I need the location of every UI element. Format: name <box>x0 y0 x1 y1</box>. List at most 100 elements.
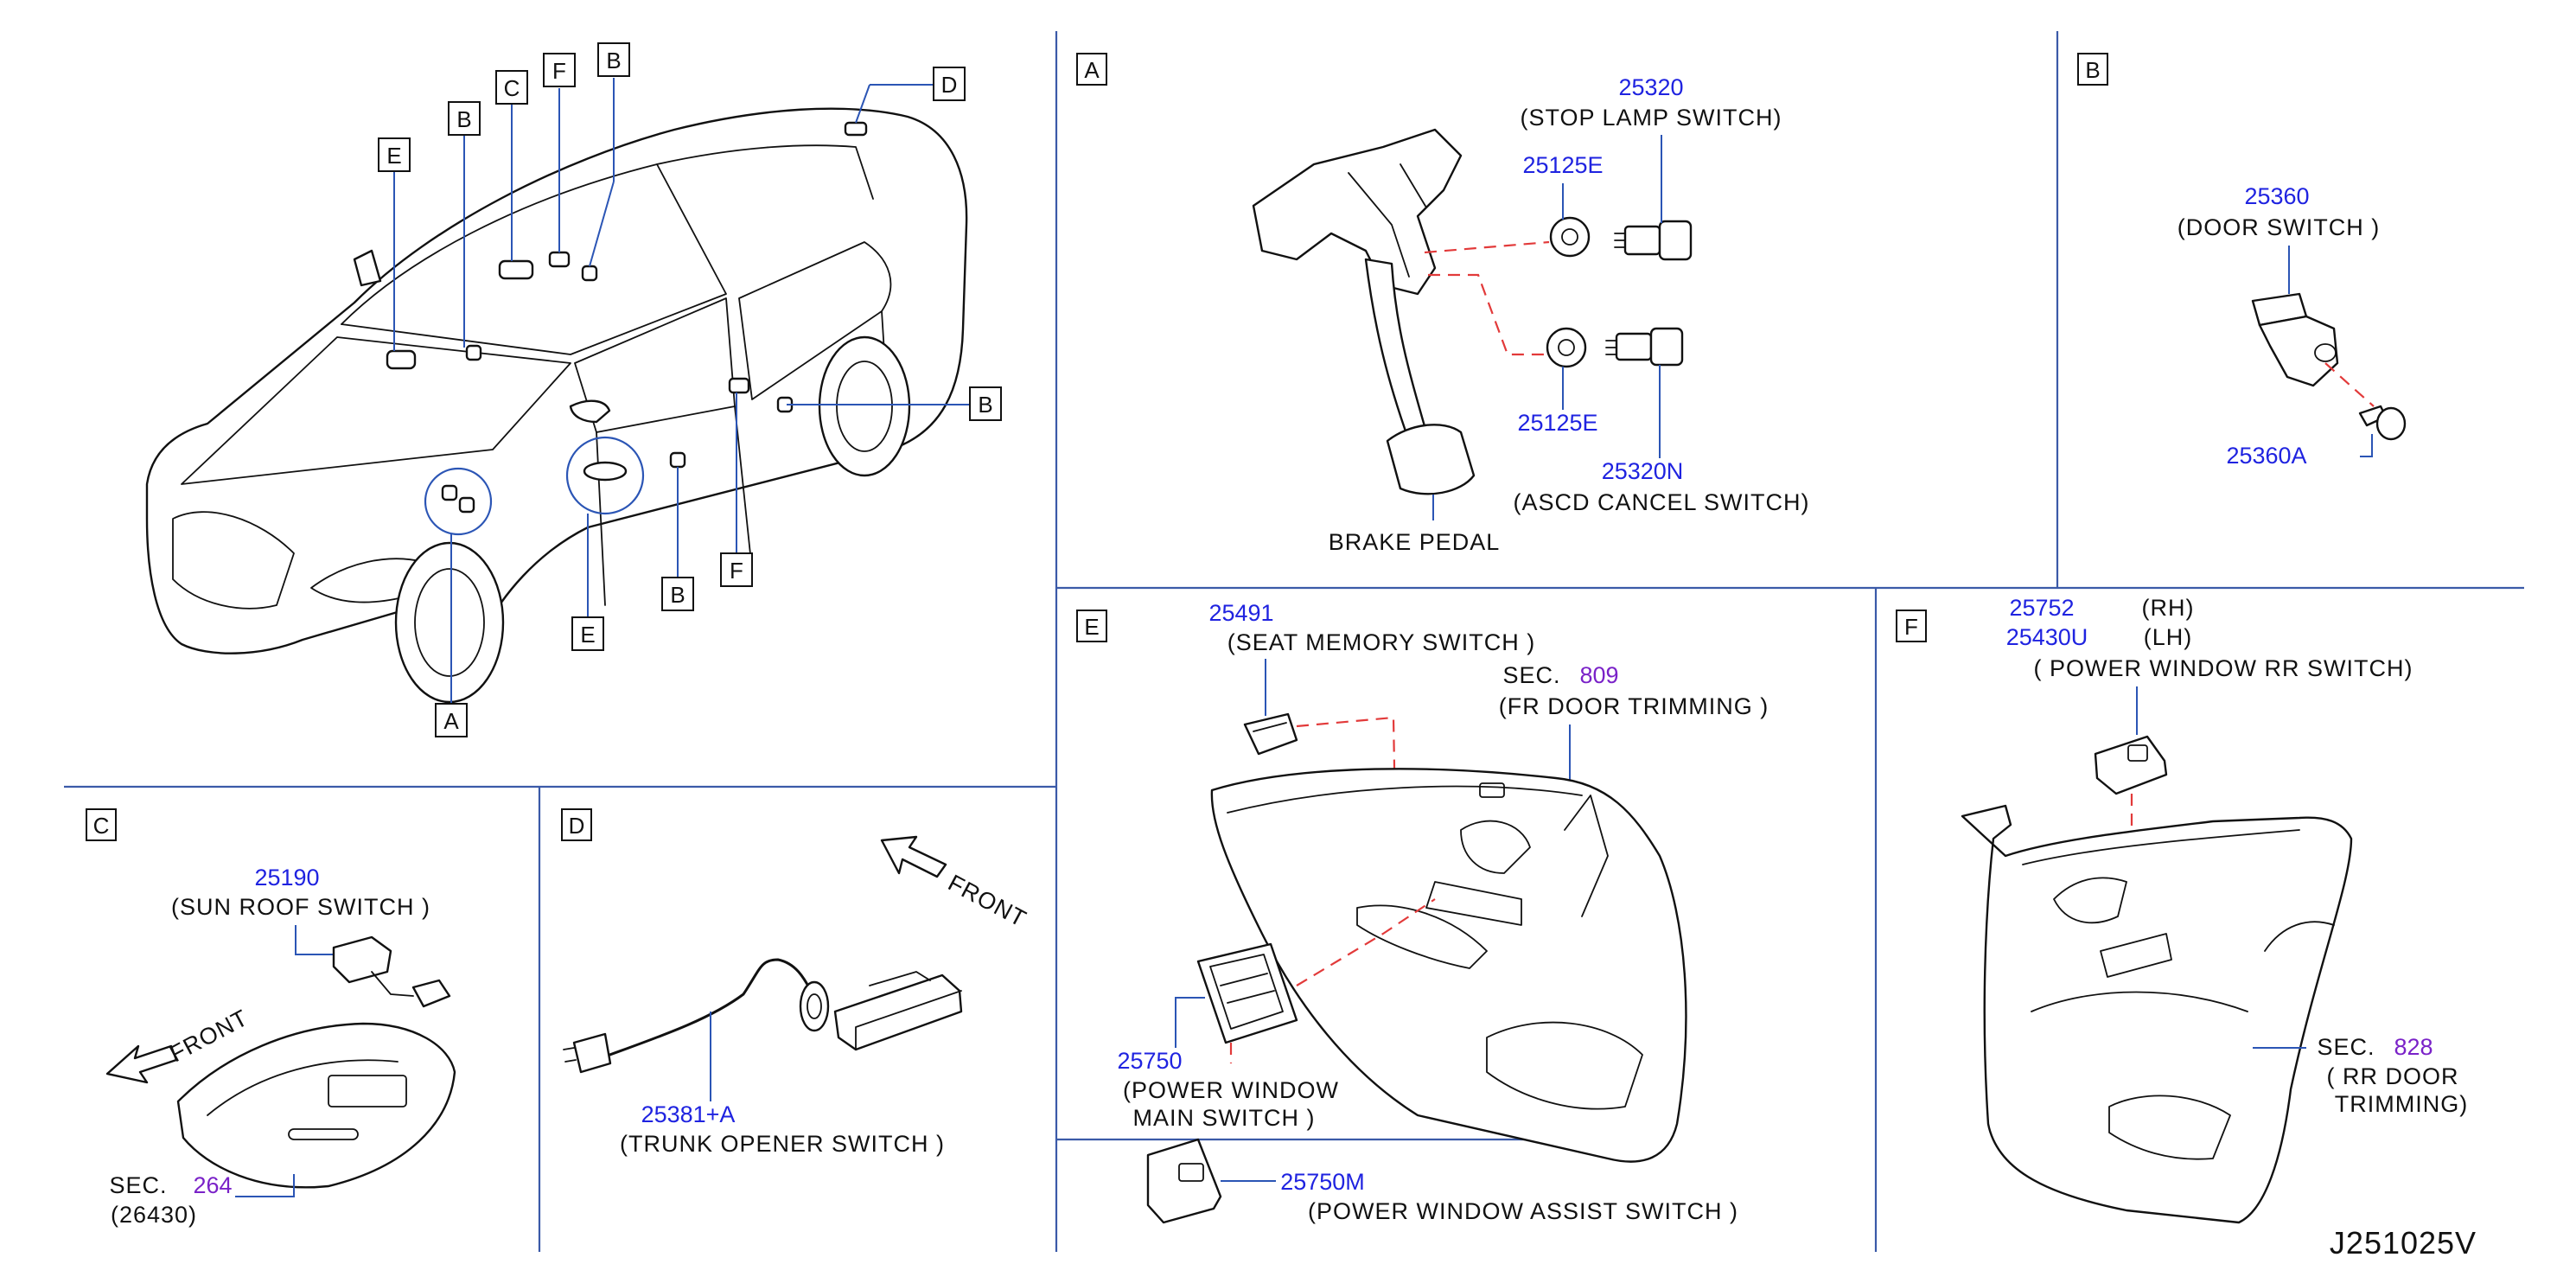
callout-b-top: B <box>448 101 481 136</box>
seat-memory-part-number: 25491 <box>1208 600 1273 626</box>
dash-door-switch <box>2324 362 2375 407</box>
sec-label-c: SEC. <box>109 1172 167 1198</box>
door-switch-part-number: 25360 <box>2244 183 2309 209</box>
diagram-reference-code: J251025V <box>2330 1225 2477 1261</box>
car-door-line-1 <box>596 431 606 606</box>
car-front-wheel-rim <box>414 568 485 677</box>
sec-label-f: SEC. <box>2317 1034 2375 1060</box>
panel-d: D FRONT 25381+A (TRUNK OPENER SWITCH ) <box>561 808 1031 1157</box>
brake-pedal-name: BRAKE PEDAL <box>1329 529 1501 555</box>
car-part-b-roof <box>581 265 598 282</box>
svg-text:A: A <box>443 708 459 734</box>
panel-c: C 25190 (SUN ROOF SWITCH ) FRONT SEC. 26… <box>86 808 456 1228</box>
leader-b-roof-2 <box>589 181 615 267</box>
car-part-a-2 <box>458 496 475 514</box>
assist-part-number: 25750M <box>1280 1169 1365 1195</box>
panel-b: B 25360 (DOOR SWITCH ) 25360A <box>2077 53 2407 469</box>
ascd-part-number: 25320N <box>1602 458 1684 484</box>
car-hood <box>181 336 571 485</box>
trunk-connector <box>563 1032 612 1074</box>
sec-label-e: SEC. <box>1502 662 1560 688</box>
leader-d-2 <box>855 84 870 124</box>
panel-b-letter-box <box>2077 53 2108 86</box>
svg-text:D: D <box>941 72 958 98</box>
door-switch-name: (DOOR SWITCH ) <box>2177 214 2380 240</box>
panel-dividers <box>64 31 2524 1252</box>
svg-text:B: B <box>670 582 685 608</box>
assist-window-switch <box>1146 1138 1222 1224</box>
car-rear-wheel <box>818 335 911 477</box>
panel-d-letter-box <box>561 808 592 841</box>
seat-memory-switch <box>1243 712 1298 756</box>
door-switch-bolt-part-number: 25360A <box>2226 443 2306 469</box>
car-windshield <box>341 163 727 355</box>
rr-switch-rh-part-number: 25752 <box>2009 595 2074 621</box>
leader-door-switch-bolt <box>2360 434 2373 457</box>
panel-a-letter: A <box>1084 57 1100 83</box>
trunk-switch-cable <box>603 958 814 1058</box>
car-part-b-lower <box>669 451 686 469</box>
sec-sub-c: (26430) <box>111 1202 197 1228</box>
rr-switch-rh-tag: (RH) <box>2142 595 2195 621</box>
panel-c-letter-box <box>86 808 117 841</box>
panel-b-letter: B <box>2085 57 2100 83</box>
sec-number-c: 264 <box>193 1172 232 1198</box>
trunk-grommet <box>799 980 830 1032</box>
stop-lamp-switch <box>1614 220 1693 261</box>
leader-main-window <box>1175 997 1205 1048</box>
svg-text:E: E <box>580 622 595 648</box>
clip-bottom-part-number: 25125E <box>1517 410 1597 436</box>
panel-f: F 25752 (RH) 25430U (LH) ( POWER WINDOW … <box>1896 595 2467 1224</box>
car-overview: E B C F B D B F <box>145 42 1002 737</box>
svg-text:F: F <box>730 558 743 584</box>
sunroof-part-number: 25190 <box>254 865 319 890</box>
sunroof-name: (SUN ROOF SWITCH ) <box>171 894 430 920</box>
front-label-d: FRONT <box>944 870 1031 932</box>
car-mirror <box>569 399 611 424</box>
car-part-b-top <box>465 344 482 361</box>
callout-e-top: E <box>378 137 411 172</box>
door-switch-bolt <box>2358 405 2407 441</box>
door-switch <box>2251 292 2339 387</box>
rr-switch-lh-part-number: 25430U <box>2006 624 2088 650</box>
callout-a: A <box>435 703 468 737</box>
callout-d: D <box>933 67 966 101</box>
rear-door-trim <box>1961 804 2353 1224</box>
callout-f-top: F <box>543 53 576 87</box>
brake-pedal-pad <box>1386 424 1476 495</box>
car-roofline <box>341 144 874 325</box>
panel-e-letter-box <box>1076 610 1107 642</box>
ascd-cancel-switch <box>1605 327 1684 367</box>
rr-switch-name: ( POWER WINDOW RR SWITCH) <box>2034 655 2413 681</box>
svg-text:C: C <box>504 75 520 101</box>
car-circle-e <box>565 436 645 515</box>
stop-lamp-name: (STOP LAMP SWITCH) <box>1520 105 1782 131</box>
car-rear-wheel-rim <box>836 361 893 452</box>
panel-e-letter: E <box>1084 614 1099 640</box>
seat-memory-name: (SEAT MEMORY SWITCH ) <box>1227 629 1536 655</box>
svg-text:E: E <box>386 143 401 169</box>
main-window-part-number: 25750 <box>1117 1048 1182 1074</box>
main-window-name-1: (POWER WINDOW <box>1123 1077 1339 1103</box>
clip-bottom <box>1546 327 1587 368</box>
car-body-outline <box>145 107 968 663</box>
roof-console <box>176 1022 456 1189</box>
svg-text:B: B <box>456 106 471 132</box>
main-window-switch <box>1196 942 1298 1044</box>
brake-pedal-bracket-detail <box>1348 163 1427 278</box>
panel-f-letter: F <box>1904 614 1918 640</box>
dash-ascd <box>1428 273 1547 356</box>
callout-e-door: E <box>571 616 604 651</box>
main-window-name-2: MAIN SWITCH ) <box>1133 1105 1316 1131</box>
rr-window-switch <box>2094 735 2168 795</box>
trunk-part-number: 25381+A <box>641 1101 736 1127</box>
ascd-name: (ASCD CANCEL SWITCH) <box>1513 489 1809 515</box>
car-part-f-door <box>728 377 750 394</box>
car-seat-left <box>353 249 382 287</box>
car-grille <box>172 511 295 610</box>
panel-e: E 25491 (SEAT MEMORY SWITCH ) SEC. 809 (… <box>1076 600 1768 1224</box>
rr-switch-lh-tag: (LH) <box>2144 624 2193 650</box>
dash-stop-lamp <box>1424 240 1550 254</box>
car-circle-a <box>424 467 493 536</box>
